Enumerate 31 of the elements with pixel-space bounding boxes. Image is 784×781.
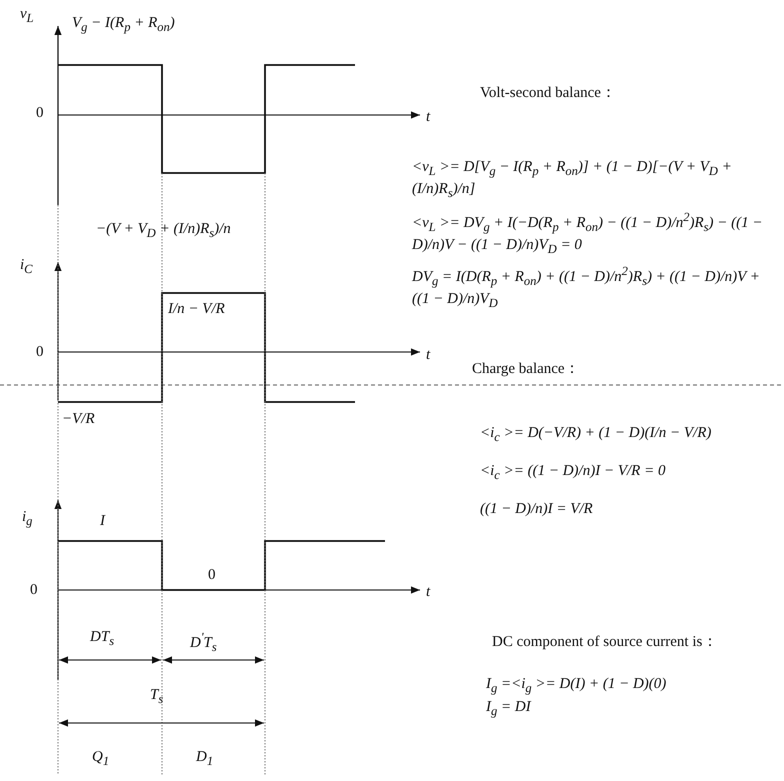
axis-label: t — [426, 346, 430, 364]
formula: I$_{g}$ = DI — [486, 698, 532, 720]
section-heading: DC component of source current is： — [492, 633, 718, 651]
formula: I$_{g}$ =<i$_{g}$ >= D(I) + (1 − D)(0) — [486, 675, 668, 697]
level-label: I — [100, 512, 105, 530]
axis-tick-label: 0 — [36, 104, 44, 122]
axis-tick-label: 0 — [30, 581, 38, 599]
axis-tick-label: 0 — [36, 343, 44, 361]
section-heading: Charge balance： — [472, 360, 580, 378]
axis-label: t — [426, 583, 430, 601]
phase-label: D$_{1}$ — [196, 748, 214, 770]
axis-label: v$_{L}$ — [20, 5, 34, 27]
formula: DV$_{g}$ = I(D(R$_{p}$ + R$_{on}$) + ((1 − D)/n$^{2}$)R$_{s}$) + ((1 − D)/n)V + ((1 − D)/n)V$_{D}$ — [412, 263, 761, 312]
level-label: V$_{g}$ − I(R$_{p}$ + R$_{on}$) — [72, 14, 175, 36]
level-label: −V/R — [62, 410, 95, 428]
formula: <v$_{L}$ >= D[V$_{g}$ − I(R$_{p}$ + R$_{on}$)] + (1 − D)[−(V + V$_{D}$ + (I/n)R$_{s}$)/n] — [412, 158, 733, 202]
dimension-label: T$_{s}$ — [150, 686, 164, 708]
level-label: −(V + V$_{D}$ + (I/n)R$_{s}$)/n — [96, 220, 231, 242]
formula: <i$_{c}$ >= ((1 − D)/n)I − V/R = 0 — [480, 462, 666, 484]
section-heading: Volt-second balance： — [480, 84, 616, 102]
formula: ((1 − D)/n)I = V/R — [480, 500, 594, 518]
axis-label: i$_{g}$ — [22, 508, 32, 530]
dimension-label: D$^{'}$T$_{s}$ — [190, 629, 217, 656]
level-label: 0 — [208, 566, 216, 584]
level-label: I/n − V/R — [168, 300, 225, 318]
formula: <i$_{c}$ >= D(−V/R) + (1 − D)(I/n − V/R) — [480, 424, 712, 446]
dimension-label: DT$_{s}$ — [90, 628, 114, 650]
formula: <v$_{L}$ >= DV$_{g}$ + I(−D(R$_{p}$ + R$_{on}$) − ((1 − D)/n$^{2}$)R$_{s}$) − ((1 − D)/n)V − ((1 − D)/n)V$_{D}$ = 0 — [412, 209, 764, 258]
axis-label: t — [426, 108, 430, 126]
axis-label: i$_{C}$ — [20, 256, 33, 278]
phase-label: Q$_{1}$ — [92, 748, 110, 770]
